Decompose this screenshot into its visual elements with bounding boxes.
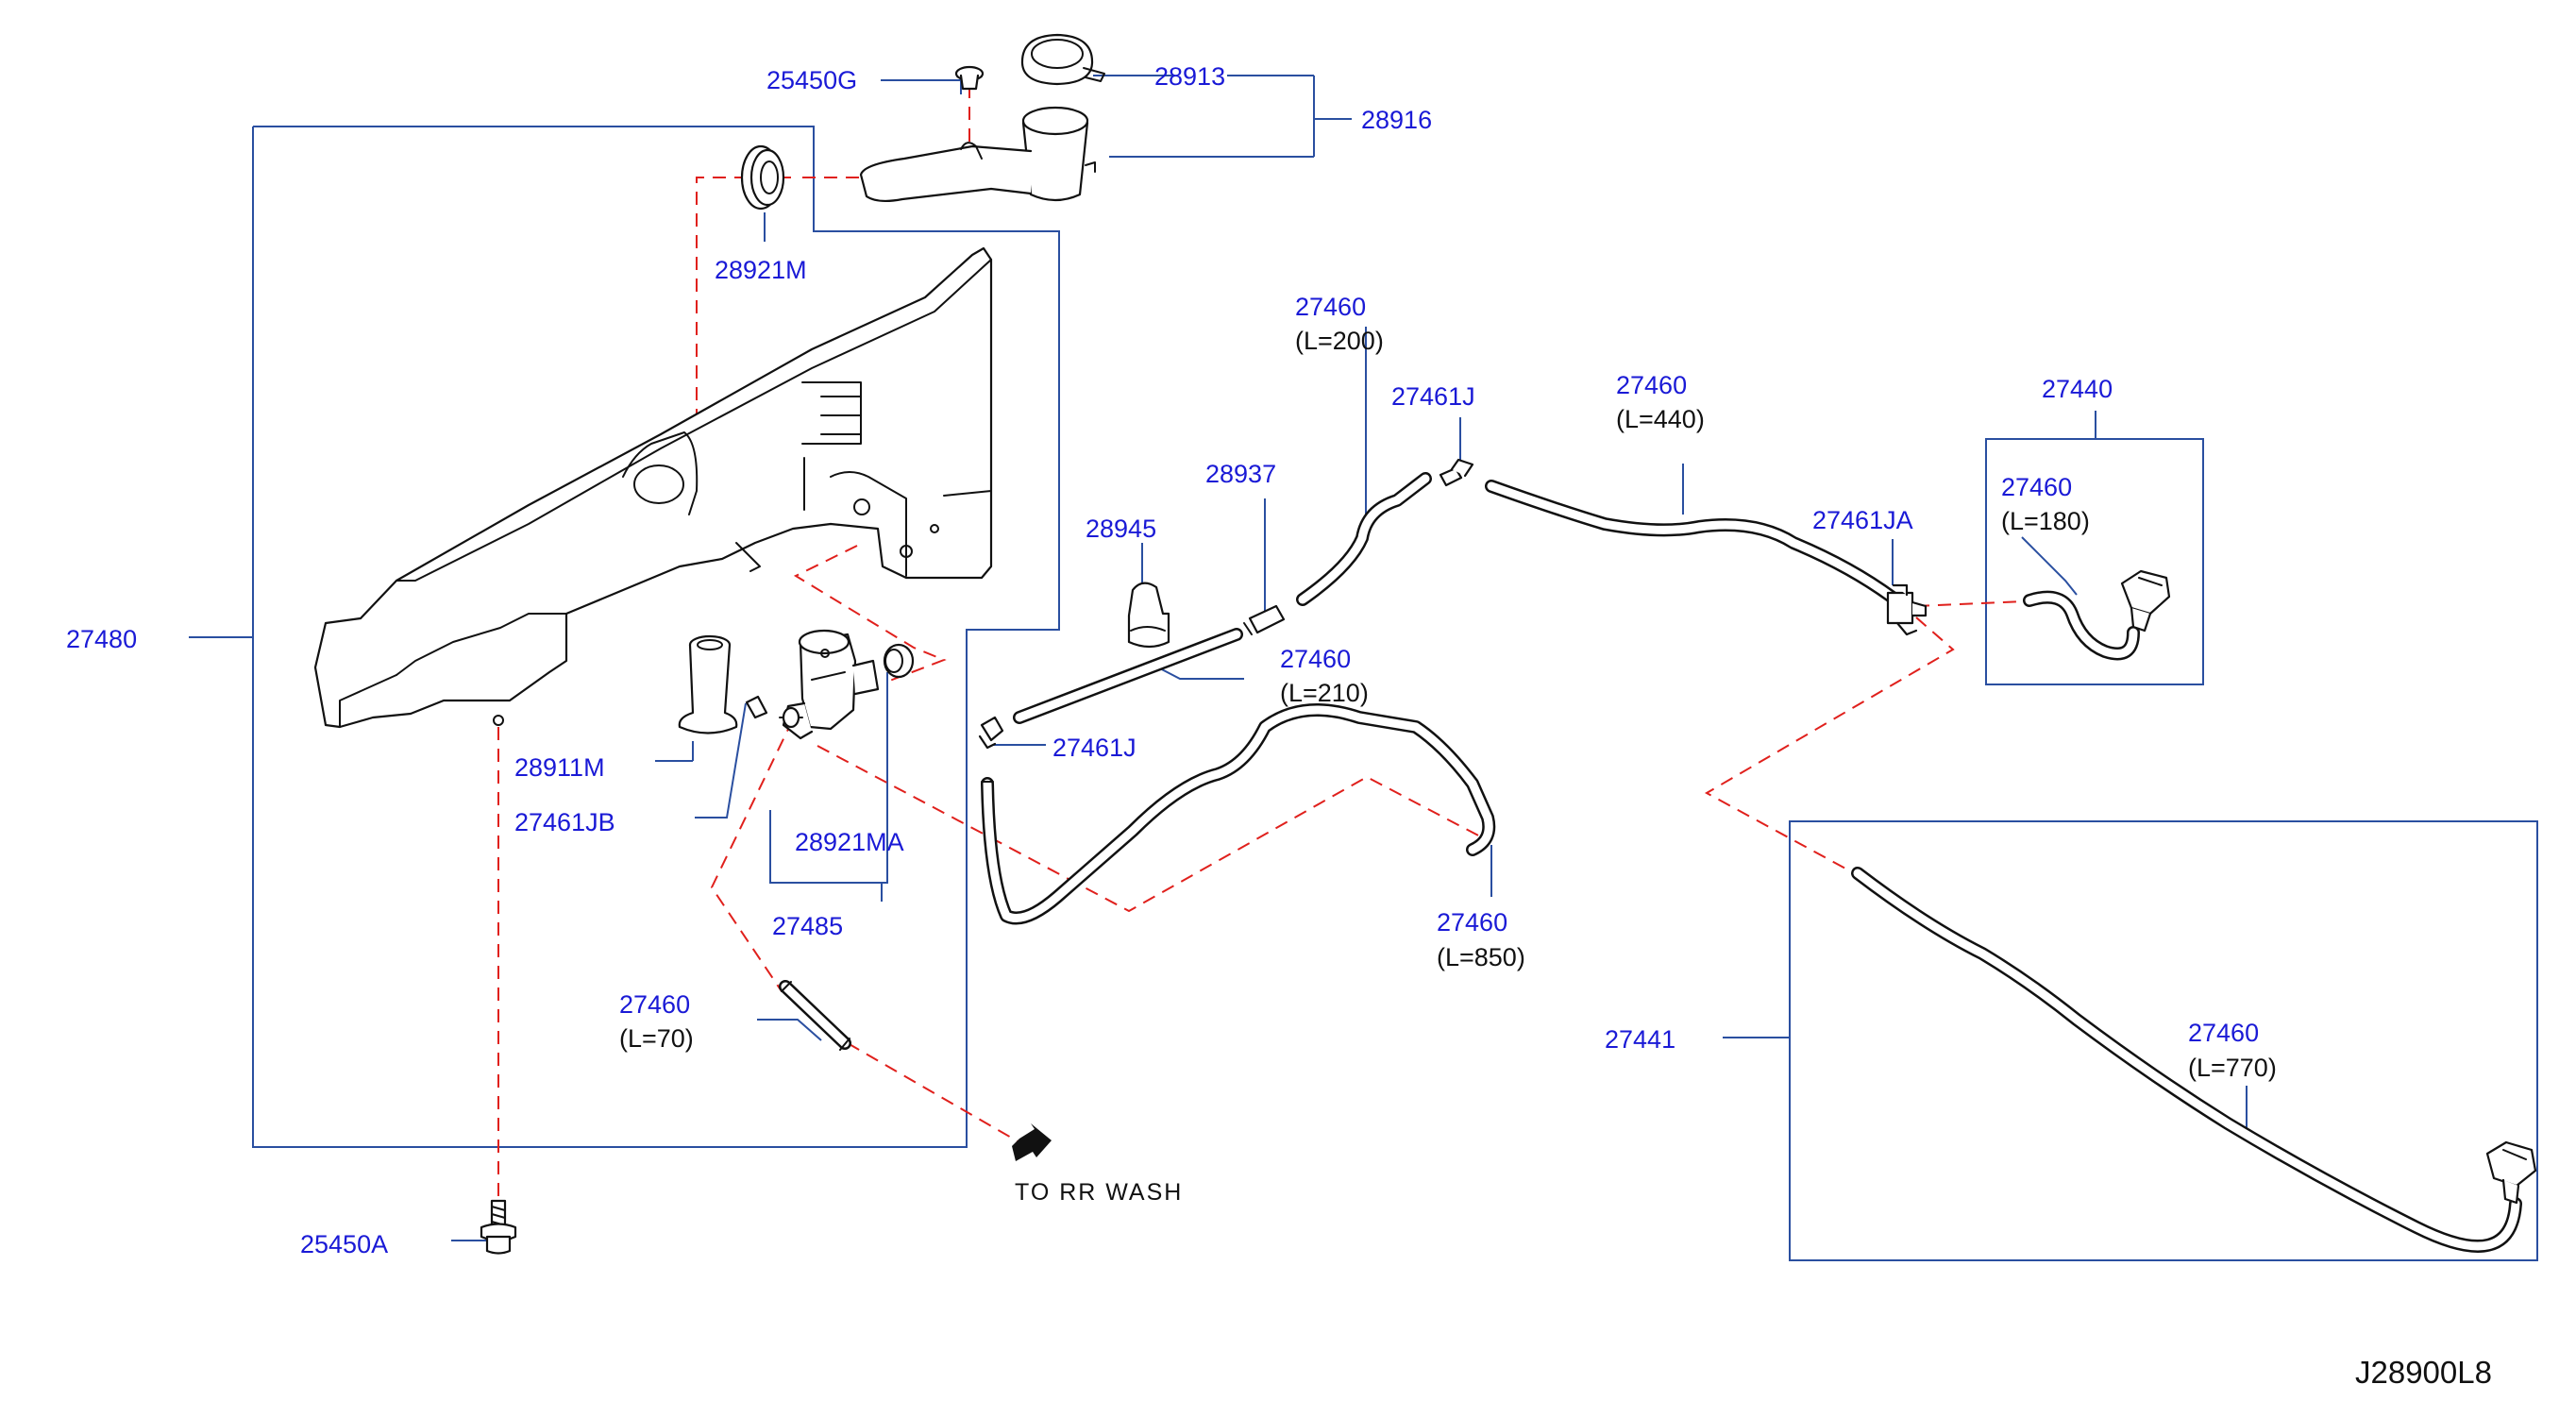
- length-l210: (L=210): [1280, 679, 1369, 707]
- joint-27461J-mid: [978, 716, 1004, 750]
- leader-lines: [189, 75, 2248, 1241]
- label-27461J-mid: 27461J: [1052, 734, 1136, 762]
- label-27441: 27441: [1605, 1025, 1675, 1054]
- label-27440: 27440: [2042, 375, 2113, 403]
- grommet-28921MA: [883, 643, 915, 679]
- to-rr-wash-note: TO RR WASH: [1015, 1179, 1183, 1206]
- length-l180: (L=180): [2001, 507, 2090, 535]
- label-27461JA: 27461JA: [1812, 506, 1913, 534]
- label-27460-l200: 27460: [1295, 293, 1366, 321]
- diagram-code: J28900L8: [2355, 1355, 2492, 1390]
- label-28921MA: 28921MA: [795, 828, 904, 856]
- strainer-28911M: [678, 634, 738, 734]
- label-25450A: 25450A: [300, 1230, 388, 1258]
- length-l770: (L=770): [2188, 1054, 2277, 1082]
- group-box-27441: [1789, 820, 2538, 1261]
- joint-27461JA: [1886, 583, 1928, 636]
- bolt-25450A: [480, 1199, 517, 1255]
- label-27460-l850: 27460: [1437, 908, 1507, 937]
- length-l200: (L=200): [1295, 327, 1384, 355]
- length-l440: (L=440): [1616, 405, 1705, 433]
- nozzle-assembly-27440: [2023, 569, 2171, 661]
- label-28911M: 28911M: [514, 753, 605, 782]
- label-28937: 28937: [1205, 460, 1276, 488]
- label-27460-l770: 27460: [2188, 1019, 2259, 1047]
- label-27460-l210: 27460: [1280, 645, 1351, 673]
- hose-27460-L210: [1013, 628, 1243, 724]
- filler-neck-28916: [859, 106, 1096, 203]
- hose-27460-L70: [779, 980, 851, 1051]
- label-27460-l70: 27460: [619, 990, 690, 1019]
- group-box-27480: [252, 126, 1060, 1148]
- label-28913: 28913: [1154, 62, 1225, 91]
- joint-27461JB: [745, 695, 768, 719]
- length-l70: (L=70): [619, 1024, 694, 1053]
- cap-28913: [1020, 33, 1105, 86]
- label-27460-l180: 27460: [2001, 473, 2072, 501]
- hose-27460-L200: [1296, 472, 1432, 606]
- check-valve-28937: [1243, 604, 1286, 635]
- label-27480: 27480: [66, 625, 137, 653]
- hose-27460-L850: [981, 703, 1496, 925]
- label-28945: 28945: [1086, 515, 1156, 543]
- label-25450G: 25450G: [766, 66, 857, 94]
- reservoir-tank-27480: [313, 246, 993, 729]
- clip-25450G: [954, 65, 985, 91]
- nozzle-assembly-27441: [1851, 867, 2537, 1253]
- hose-27460-L440: [1485, 480, 1899, 604]
- joint-27461J-top: [1439, 458, 1474, 487]
- clip-28945: [1127, 582, 1170, 649]
- label-27461J-top: 27461J: [1391, 382, 1475, 411]
- pump-27485: [779, 629, 880, 740]
- label-28921M: 28921M: [715, 256, 807, 284]
- to-rr-wash-arrow: [1012, 1123, 1052, 1161]
- label-27485: 27485: [772, 912, 843, 940]
- label-27460-l440: 27460: [1616, 371, 1687, 399]
- label-28916: 28916: [1361, 106, 1432, 134]
- length-l850: (L=850): [1437, 943, 1525, 971]
- label-27461JB: 27461JB: [514, 808, 615, 836]
- grommet-28921M: [740, 144, 785, 211]
